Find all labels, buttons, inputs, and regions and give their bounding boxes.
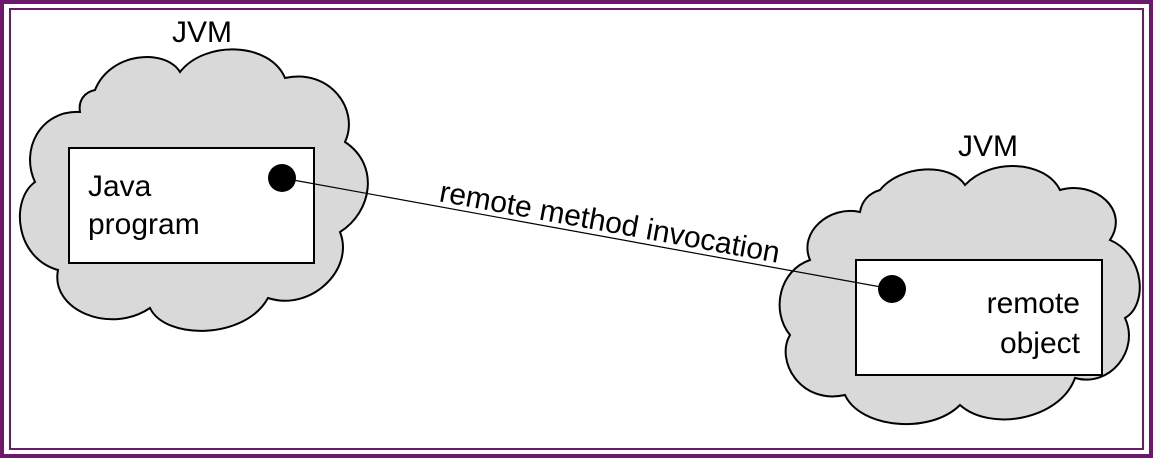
remote-object-dot [878, 275, 906, 303]
java-program-label-line-1: Java [88, 170, 152, 203]
remote-object-label-line-2: object [1000, 327, 1081, 360]
remote-object-label-line-1: remote [987, 287, 1080, 320]
rmi-connection-line [281, 177, 893, 290]
frame-inner [9, 8, 1144, 450]
client-stub-dot [268, 164, 296, 192]
right-jvm-label: JVM [958, 130, 1018, 163]
java-program-label-line-2: program [88, 208, 200, 241]
rmi-connection-label: remote method invocation [437, 176, 783, 270]
left-jvm-label: JVM [172, 16, 232, 49]
